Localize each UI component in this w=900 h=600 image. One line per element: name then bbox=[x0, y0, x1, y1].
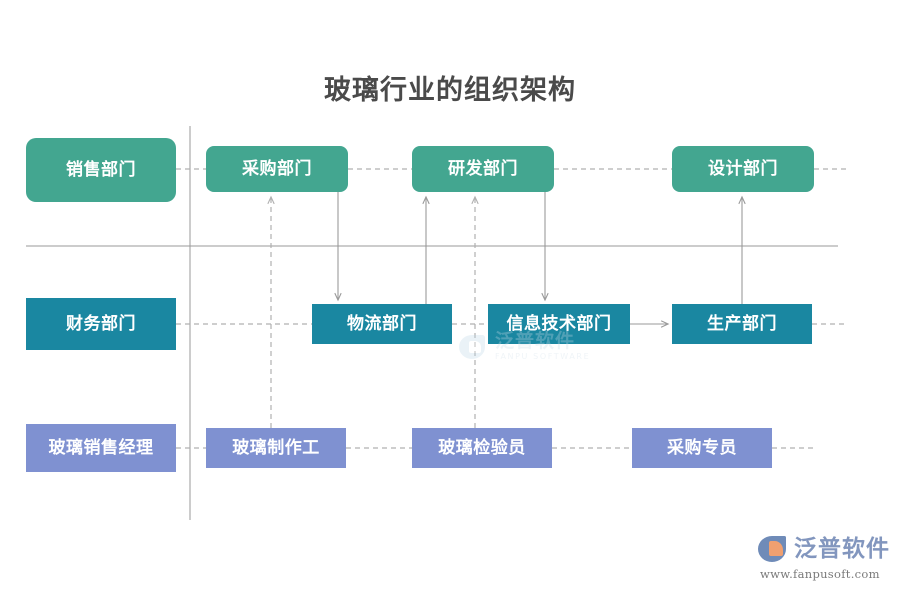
brand-logo-text: 泛普软件 bbox=[794, 535, 890, 562]
node-design-dept[interactable]: 设计部门 bbox=[672, 146, 814, 192]
node-it-dept[interactable]: 信息技术部门 bbox=[488, 304, 630, 344]
node-procurement-specialist[interactable]: 采购专员 bbox=[632, 428, 772, 468]
node-finance-dept[interactable]: 财务部门 bbox=[26, 298, 176, 350]
brand-logo-url: www.fanpusoft.com bbox=[760, 567, 880, 581]
node-rd-dept[interactable]: 研发部门 bbox=[412, 146, 554, 192]
brand-logo: 泛普软件 www.fanpusoft.com bbox=[758, 534, 892, 586]
brand-logo-icon bbox=[758, 534, 790, 564]
watermark-logo-icon bbox=[458, 332, 492, 362]
node-production-dept[interactable]: 生产部门 bbox=[672, 304, 812, 344]
node-glass-fabricator[interactable]: 玻璃制作工 bbox=[206, 428, 346, 468]
node-logistics-dept[interactable]: 物流部门 bbox=[312, 304, 452, 344]
watermark-en-text: FANPU SOFTWARE bbox=[495, 352, 591, 362]
node-sales-dept[interactable]: 销售部门 bbox=[26, 138, 176, 202]
node-glass-sales-manager[interactable]: 玻璃销售经理 bbox=[26, 424, 176, 472]
page-title: 玻璃行业的组织架构 bbox=[324, 75, 576, 106]
node-procurement-dept[interactable]: 采购部门 bbox=[206, 146, 348, 192]
node-glass-inspector[interactable]: 玻璃检验员 bbox=[412, 428, 552, 468]
